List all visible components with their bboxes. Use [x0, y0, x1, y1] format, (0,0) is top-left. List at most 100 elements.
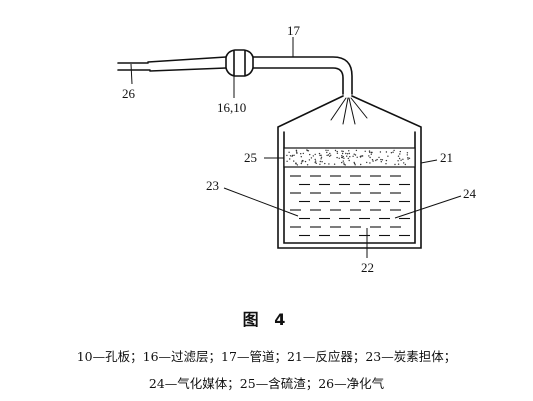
residue-dot: [355, 149, 358, 152]
residue-dot: [320, 156, 323, 158]
residue-dot: [343, 157, 345, 159]
residue-dot: [333, 163, 336, 165]
residue-dot: [356, 156, 358, 158]
residue-dot: [336, 156, 338, 159]
residue-dot: [385, 163, 387, 165]
residue-dot: [321, 161, 323, 163]
residue-dot: [380, 161, 382, 163]
residue-dot: [314, 160, 317, 162]
residue-dot: [361, 155, 363, 157]
residue-dot: [306, 149, 308, 151]
residue-dot: [399, 150, 401, 153]
residue-dot: [372, 160, 374, 162]
residue-dot: [406, 154, 408, 156]
label-24: 24: [463, 186, 477, 201]
residue-dot: [349, 156, 351, 158]
residue-dot: [369, 162, 371, 164]
residue-dot: [387, 155, 389, 157]
residue-dot: [380, 158, 382, 161]
residue-dot: [385, 151, 388, 153]
residue-dot: [381, 159, 384, 161]
residue-dot: [402, 158, 404, 160]
residue-dot: [293, 154, 295, 156]
residue-dot: [309, 153, 311, 156]
residue-dot: [390, 152, 393, 154]
residue-dot: [400, 159, 402, 161]
residue-dot: [375, 159, 377, 162]
residue-dot: [348, 159, 350, 162]
residue-dot: [326, 151, 328, 154]
residue-dot: [392, 151, 394, 153]
residue-dot: [325, 149, 327, 151]
apparatus-diagram: 17 26 16,10 25 21 23 24 22: [117, 23, 477, 275]
residue-dot: [306, 164, 309, 166]
residue-dot: [314, 153, 316, 156]
residue-dot: [286, 154, 288, 157]
residue-dot: [291, 154, 294, 157]
residue-dot: [315, 162, 317, 164]
residue-dot: [324, 162, 326, 165]
residue-dot: [398, 157, 401, 160]
residue-dot: [353, 162, 356, 165]
residue-dot: [319, 163, 321, 165]
residue-dot: [327, 154, 330, 156]
residue-dot: [364, 150, 366, 152]
residue-dot: [341, 161, 343, 164]
legend-line-1: 10—孔板；16—过滤层；17—管道；21—反应器；23—炭素担体；: [76, 349, 457, 364]
residue-dot: [302, 152, 304, 155]
residue-dot: [393, 149, 395, 152]
residue-dot: [338, 157, 340, 159]
residue-dot: [348, 150, 350, 152]
pipe-left: [147, 56, 227, 72]
residue-dot: [406, 152, 409, 154]
residue-dot: [295, 162, 297, 164]
residue-dot: [293, 160, 295, 162]
residue-dot: [368, 155, 370, 157]
residue-dot: [353, 161, 355, 164]
residue-dot: [359, 156, 362, 158]
spray-lines: [330, 97, 368, 125]
residue-dot: [288, 151, 290, 153]
residue-dot: [343, 162, 345, 164]
residue-dot: [336, 152, 339, 154]
leader-24: [394, 195, 462, 219]
residue-dot: [378, 156, 380, 159]
residue-dot: [314, 161, 316, 164]
residue-dot: [371, 151, 373, 154]
residue-dot: [314, 158, 316, 161]
residue-dot: [403, 162, 405, 164]
label-25: 25: [244, 150, 257, 165]
residue-dot: [346, 155, 348, 157]
residue-dot: [312, 155, 314, 157]
residue-dot: [342, 160, 344, 162]
residue-dot: [385, 159, 388, 162]
residue-dot: [289, 158, 291, 160]
residue-dot: [407, 158, 409, 160]
residue-dot: [341, 152, 344, 155]
inlet-lines: [117, 62, 151, 71]
residue-dot: [319, 154, 321, 157]
reactor-vessel: [277, 95, 422, 249]
residue-dot: [327, 149, 329, 152]
residue-dot: [404, 163, 406, 166]
residue-dot: [397, 160, 399, 162]
residue-dot: [407, 157, 409, 159]
residue-dot: [336, 150, 338, 153]
residue-dot: [341, 155, 343, 157]
residue-dot: [370, 153, 372, 155]
residue-dot: [300, 153, 302, 155]
residue-dot: [329, 155, 331, 157]
residue-dot: [300, 162, 302, 165]
residue-dot: [348, 152, 350, 155]
residue-dot: [341, 150, 343, 152]
legend-line-2: 24—气化媒体；25—含硫渣；26—净化气: [148, 376, 385, 391]
liquid-dashes: [290, 175, 410, 237]
residue-dot: [296, 164, 299, 166]
residue-dot: [369, 156, 371, 159]
residue-dot: [368, 150, 371, 152]
label-16-10: 16,10: [217, 100, 246, 115]
residue-dot: [352, 155, 354, 157]
residue-dot: [342, 155, 344, 158]
residue-dot: [304, 160, 307, 163]
